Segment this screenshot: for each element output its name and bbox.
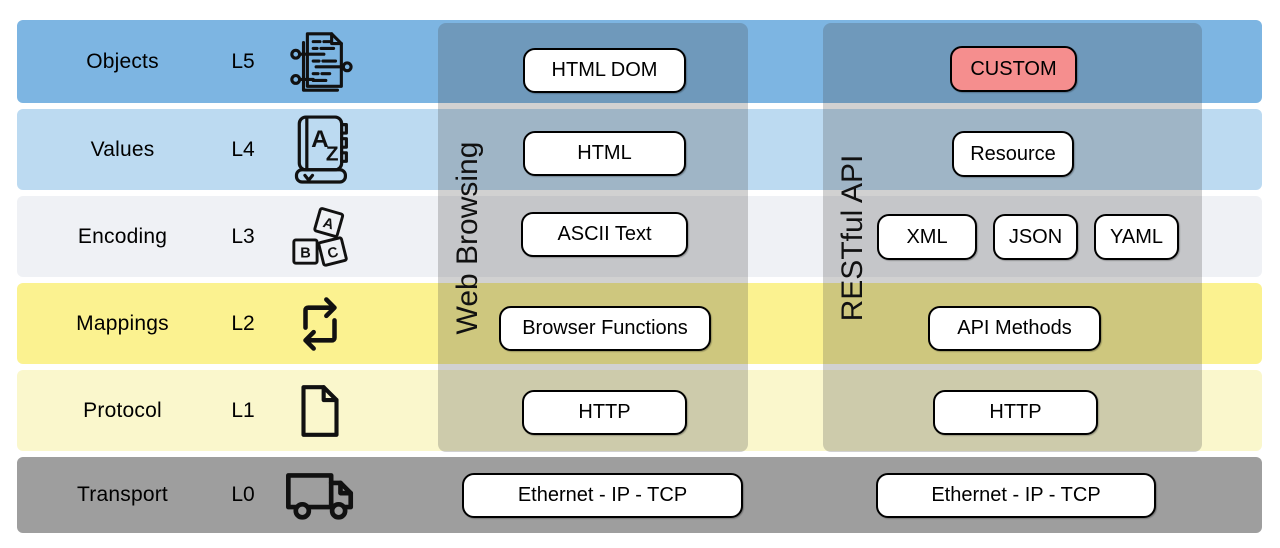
column-title-web-browsing: Web Browsing: [451, 141, 484, 334]
svg-text:Z: Z: [326, 142, 339, 165]
node-xml: XML: [877, 214, 977, 260]
node-resource: Resource: [952, 131, 1074, 177]
node-api-methods: API Methods: [928, 306, 1101, 351]
node-html: HTML: [523, 131, 686, 176]
row-level-l2: L2: [231, 311, 255, 335]
node-ascii-text: ASCII Text: [521, 212, 688, 257]
node-html-dom: HTML DOM: [523, 48, 686, 93]
row-level-l4: L4: [231, 137, 255, 161]
file-icon: [284, 383, 356, 439]
swap-arrows-icon: [284, 293, 356, 355]
node-http-web: HTTP: [522, 390, 687, 435]
row-level-l5: L5: [231, 49, 255, 73]
row-label-encoding: Encoding: [77, 224, 168, 248]
node-ethernet-ip-tcp-web: Ethernet - IP - TCP: [462, 473, 743, 518]
node-yaml: YAML: [1094, 214, 1179, 260]
row-label-values: Values: [90, 137, 155, 161]
node-browser-functions: Browser Functions: [499, 306, 711, 351]
svg-text:B: B: [300, 245, 310, 261]
abc-blocks-icon: A B C: [284, 206, 356, 268]
row-label-transport: Transport: [77, 483, 168, 506]
node-json: JSON: [993, 214, 1078, 260]
svg-text:A: A: [321, 215, 336, 233]
column-title-restful-api: RESTful API: [836, 154, 869, 321]
row-label-protocol: Protocol: [83, 398, 162, 422]
svg-text:C: C: [326, 244, 341, 262]
truck-icon: [284, 468, 356, 522]
node-ethernet-ip-tcp-rest: Ethernet - IP - TCP: [876, 473, 1156, 518]
dictionary-icon: A Z: [284, 113, 356, 187]
row-level-l0: L0: [231, 483, 255, 506]
node-http-rest: HTTP: [933, 390, 1098, 435]
svg-text:A: A: [311, 126, 329, 153]
document-tree-icon: [284, 29, 356, 95]
node-custom: CUSTOM: [950, 46, 1077, 92]
row-level-l1: L1: [231, 398, 255, 422]
row-label-mappings: Mappings: [76, 311, 169, 335]
row-level-l3: L3: [231, 224, 255, 248]
row-label-objects: Objects: [86, 49, 159, 73]
